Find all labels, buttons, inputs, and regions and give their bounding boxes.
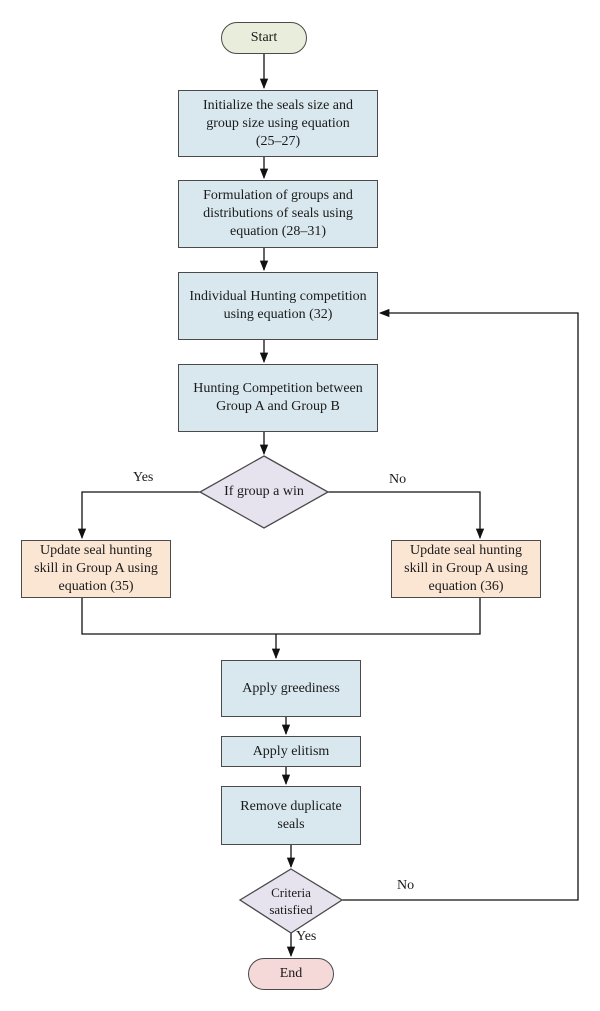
edge-decision-no bbox=[328, 491, 485, 540]
edge-criteria-no-loop bbox=[342, 308, 579, 901]
edge-decision-yes bbox=[77, 491, 200, 540]
edge-label-group-yes: Yes bbox=[133, 470, 154, 485]
update-group-a-eq36-box: Update seal hunting skill in Group A usi… bbox=[391, 540, 541, 598]
end-terminal: End bbox=[248, 958, 334, 990]
initialize-box: Initialize the seals size and group size… bbox=[178, 90, 378, 157]
edge-no-merge bbox=[276, 598, 481, 635]
remove-duplicate-box: Remove duplicate seals bbox=[221, 786, 361, 845]
edge-label-criteria-no: No bbox=[397, 878, 415, 893]
decision-diamond-group bbox=[198, 455, 330, 529]
edge-label-criteria-yes: Yes bbox=[296, 929, 317, 944]
edge-label-group-no: No bbox=[389, 472, 407, 487]
decision-label-criteria: Criteria satisfied bbox=[269, 885, 313, 917]
update-group-a-eq35-box: Update seal hunting skill in Group A usi… bbox=[21, 540, 171, 598]
formulation-box: Formulation of groups and distributions … bbox=[178, 180, 378, 248]
decision-label-group: If group a win bbox=[224, 484, 304, 499]
apply-greediness-box: Apply greediness bbox=[221, 660, 361, 717]
edge-yes-merge bbox=[81, 598, 276, 635]
apply-elitism-box: Apply elitism bbox=[221, 736, 361, 767]
start-terminal: Start bbox=[221, 22, 307, 54]
individual-hunting-box: Individual Hunting competition using equ… bbox=[178, 272, 378, 340]
decision-diamond-criteria bbox=[238, 868, 344, 934]
hunting-competition-box: Hunting Competition between Group A and … bbox=[178, 364, 378, 432]
